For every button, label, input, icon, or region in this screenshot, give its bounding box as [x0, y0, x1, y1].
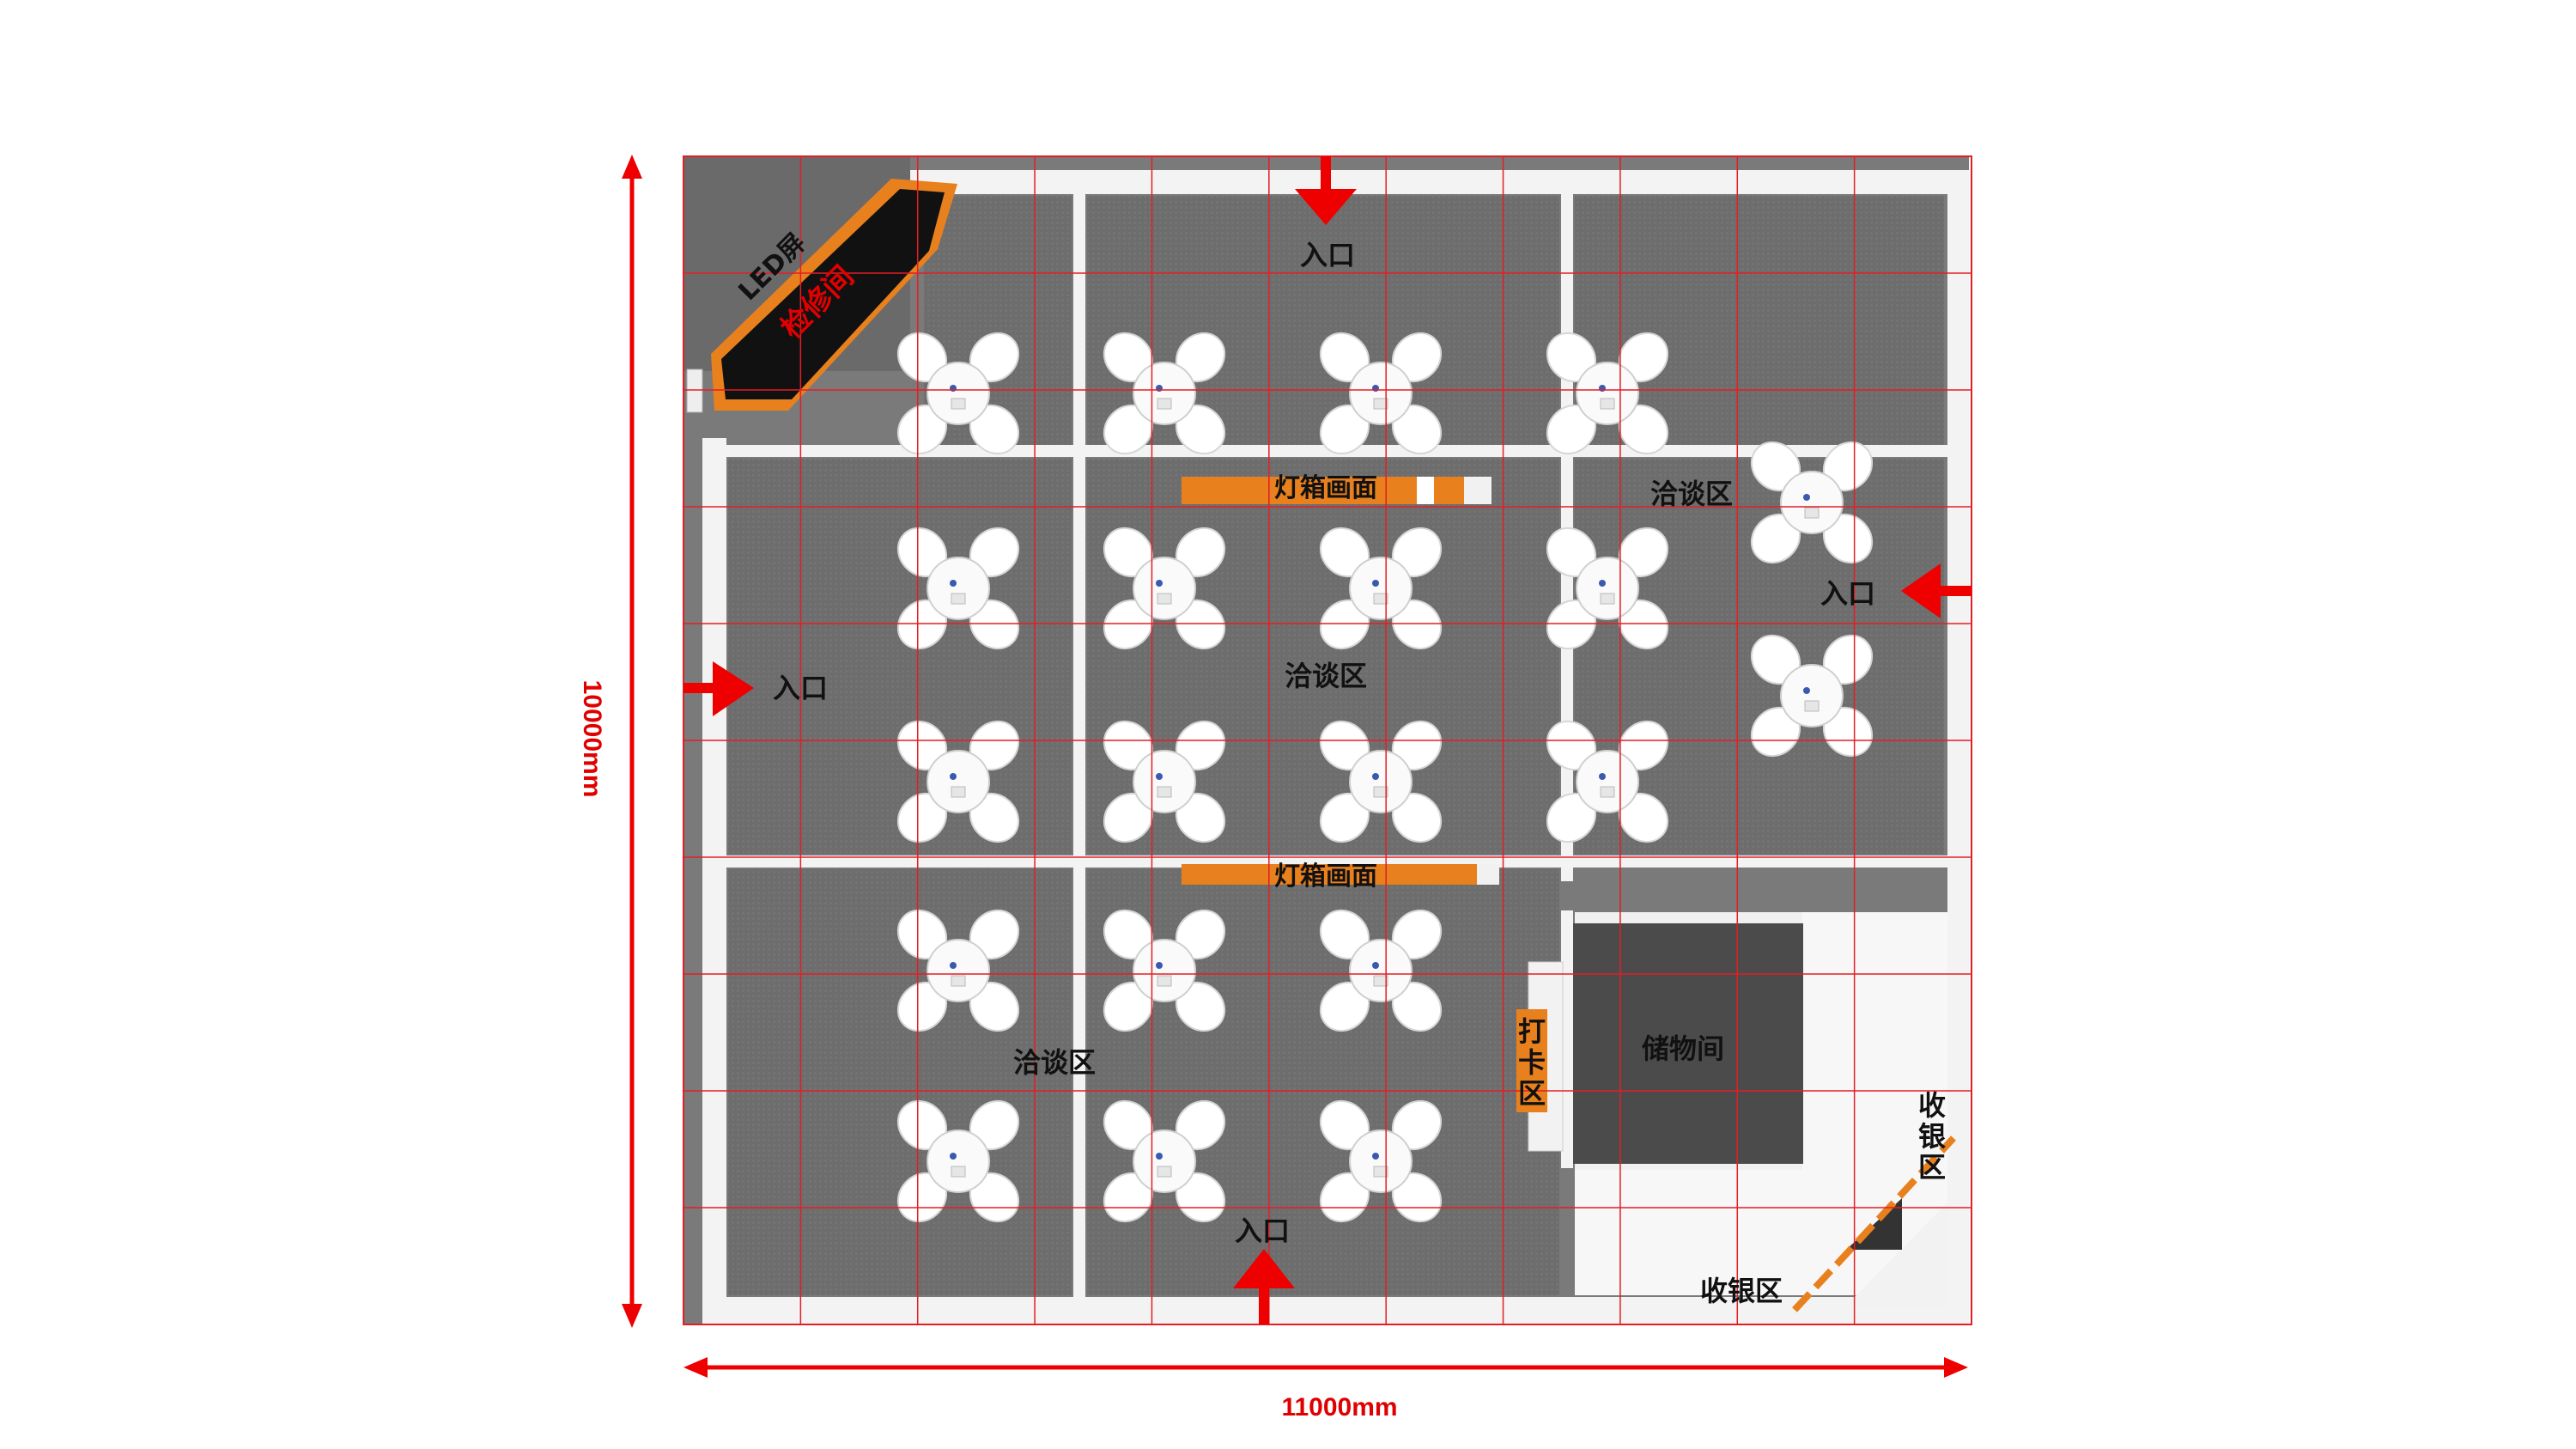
entrance-bottom-label: 入口 — [1235, 1215, 1290, 1247]
checkin-area-label-char1: 打 — [1518, 1015, 1546, 1048]
cashier-right-label-char2: 银 — [1918, 1120, 1946, 1153]
height-dimension-arrow — [622, 155, 642, 1328]
entrance-arrow-bottom — [1233, 1249, 1295, 1324]
entrance-arrow-top — [1295, 156, 1357, 225]
led-maintenance-block — [683, 156, 957, 413]
negotiation-area-right-label: 洽谈区 — [1650, 478, 1733, 510]
storage-room — [1573, 923, 1803, 1164]
height-dimension-label: 10000mm — [578, 680, 606, 798]
lightbox-bottom — [1182, 864, 1499, 885]
lightbox-top — [1182, 477, 1492, 504]
entrance-top-label: 入口 — [1300, 239, 1355, 271]
cashier-right-label-char3: 区 — [1918, 1151, 1946, 1184]
width-dimension-label: 11000mm — [1281, 1393, 1397, 1422]
reference-grid — [683, 155, 1972, 1325]
cashier-bottom-label: 收银区 — [1700, 1275, 1783, 1307]
entrance-right-label: 入口 — [1820, 577, 1875, 610]
entrance-arrow-right — [1901, 563, 1971, 618]
negotiation-area-bottom-label: 洽谈区 — [1013, 1046, 1096, 1079]
cashier-right-label-char1: 收 — [1918, 1089, 1946, 1122]
checkin-wall — [1516, 1009, 1547, 1112]
cashier-counter — [1792, 1135, 1956, 1312]
storage-room-label: 储物间 — [1642, 1032, 1724, 1065]
lightbox-bottom-label: 灯箱画面 — [1274, 861, 1377, 892]
negotiation-area-center-label: 洽谈区 — [1285, 660, 1367, 692]
width-dimension-arrow — [683, 1357, 1968, 1378]
booth-walls — [702, 170, 1969, 1324]
checkin-area-label-char3: 区 — [1518, 1077, 1546, 1110]
entrance-arrow-left — [683, 661, 754, 716]
checkin-area-label-char2: 卡 — [1518, 1046, 1546, 1079]
entrance-left-label: 入口 — [773, 672, 828, 704]
lightbox-top-label: 灯箱画面 — [1274, 473, 1377, 503]
